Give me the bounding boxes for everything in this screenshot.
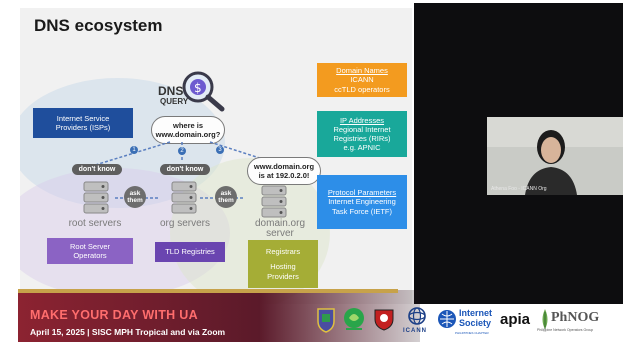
ip-line-1: Regional Internet — [333, 124, 391, 134]
dns-query-graphic: DNS QUERY $ — [158, 70, 228, 118]
domain-names-line-2: ccTLD operators — [334, 84, 390, 94]
dont-know-pill-org: don't know — [160, 164, 210, 175]
registrar-line-3: Providers — [267, 271, 299, 281]
registrars-hosting-box: Registrars Hosting Providers — [248, 240, 318, 288]
answer-line-2: is at 192.0.2.0! — [258, 171, 310, 180]
registrar-line-1: Registrars — [265, 247, 301, 257]
domain-server-label-line-2: server — [266, 228, 294, 239]
apia-logo-text: apia — [500, 311, 531, 328]
them-text: them — [127, 197, 143, 204]
banner-title: MAKE YOUR DAY WITH UA — [30, 308, 198, 322]
protocol-line-1: Internet Engineering — [328, 197, 396, 207]
question-line-2: www.domain.org? — [155, 130, 221, 139]
icann-logo-icon — [408, 307, 426, 325]
green-swirl-logo — [344, 308, 364, 330]
answer-bubble: www.domain.org is at 192.0.2.0! — [247, 157, 321, 185]
step-number-3: 3 — [216, 146, 224, 154]
red-shield-logo — [374, 309, 394, 331]
domain-names-box: Domain Names ICANN ccTLD operators — [317, 63, 407, 97]
phnog-logo-text: PhNOG — [551, 310, 600, 325]
question-bubble: where is www.domain.org? — [151, 116, 225, 144]
tld-box-text: TLD Registries — [165, 247, 215, 257]
org-server-icon — [171, 181, 197, 214]
isoc-logo-text-3: PHILIPPINES CHAPTER — [455, 331, 489, 335]
dns-query-sub: QUERY — [160, 97, 189, 106]
slide-title: DNS ecosystem — [34, 16, 163, 35]
ip-line-3: e.g. APNIC — [343, 143, 381, 153]
registrar-line-2: Hosting — [270, 262, 296, 272]
ask-text: ask — [220, 190, 232, 197]
root-server-icon — [83, 181, 109, 214]
internet-society-globe-icon — [438, 310, 456, 328]
step-number-1: 1 — [130, 146, 138, 154]
root-box-line-1: Root Server — [69, 241, 111, 251]
tld-registries-box: TLD Registries — [155, 242, 225, 262]
ask-them-bubble-1: ask them — [124, 186, 146, 208]
ip-addresses-box: IP Addresses Regional Internet Registrie… — [317, 111, 407, 157]
domain-server-icon — [261, 185, 287, 218]
isp-box-line-1: Internet Service — [56, 113, 110, 123]
them-text: them — [218, 197, 234, 204]
protocol-line-2: Task Force (IETF) — [331, 206, 392, 216]
dont-know-pill-root: don't know — [72, 164, 122, 175]
ask-them-bubble-2: ask them — [215, 186, 237, 208]
protocol-parameters-box: Protocol Parameters Internet Engineering… — [317, 175, 407, 229]
step-number-2: 2 — [178, 147, 186, 155]
magnifier-icon: $ — [182, 71, 225, 112]
question-line-1: where is — [172, 121, 203, 130]
domain-server-label-line-1: domain.org — [254, 218, 306, 229]
icann-logo-text: ICANN — [403, 328, 427, 334]
root-servers-label: root servers — [68, 218, 122, 229]
domain-names-line-1: ICANN — [350, 75, 374, 85]
webcam-name-label: Athena Foo - ICANN Org — [491, 186, 547, 192]
isoc-logo-text-1: Internet — [459, 308, 493, 318]
isoc-logo-text-2: Society — [459, 318, 492, 328]
org-servers-label: org servers — [159, 218, 210, 229]
ip-heading: IP Addresses — [339, 115, 385, 125]
ip-line-2: Registries (RIRs) — [333, 134, 391, 143]
phnog-leaf-icon — [542, 309, 548, 329]
banner-subtitle: April 15, 2025 | SISC MPH Tropical and v… — [30, 327, 226, 337]
isp-box-line-2: Providers (ISPs) — [55, 123, 111, 132]
domain-names-heading: Domain Names — [336, 66, 388, 76]
university-shield-logo — [317, 308, 335, 333]
domain-server-label: domain.org server — [245, 219, 315, 239]
banner-accent-line — [18, 289, 398, 293]
root-box-line-2: Operators — [73, 251, 107, 260]
svg-text:$: $ — [194, 81, 202, 95]
speaker-avatar — [487, 117, 623, 195]
isp-box: Internet Service Providers (ISPs) — [33, 108, 133, 138]
root-server-operators-box: Root Server Operators — [47, 238, 133, 264]
presentation-slide: DNS ecosystem DNS QUERY $ where is www.d… — [20, 8, 412, 304]
webcam-tile[interactable] — [487, 117, 623, 195]
answer-line-1: www.domain.org — [253, 162, 315, 171]
protocol-heading: Protocol Parameters — [327, 188, 397, 198]
phnog-logo-subtext: Philippine Network Operators Group — [537, 328, 594, 332]
ask-text: ask — [129, 190, 141, 197]
dns-query-label: DNS — [158, 84, 184, 98]
